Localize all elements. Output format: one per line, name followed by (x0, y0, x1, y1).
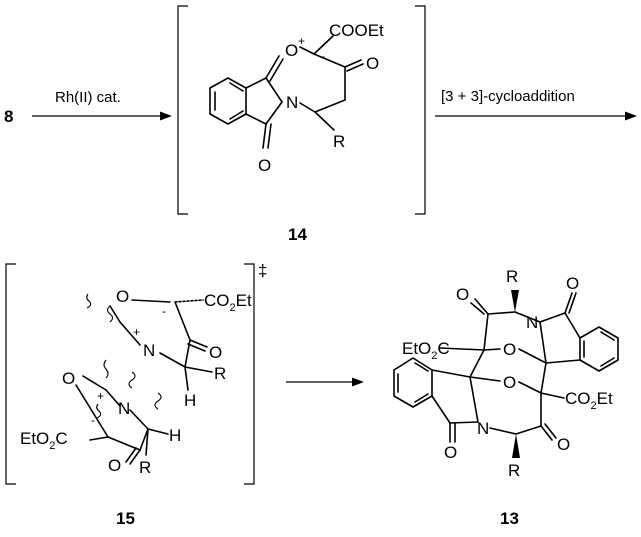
arrow-step2 (435, 111, 637, 121)
c13-o-bridge-bottom: O (503, 373, 516, 392)
c13-o-bottom-left: O (444, 443, 457, 462)
c15-h-top: H (184, 391, 196, 410)
c15-ts-mark: ‡ (258, 261, 267, 280)
c14-r-group: R (333, 132, 345, 151)
c15-ester-top: CO2Et (204, 291, 252, 314)
c15-plus-2: + (97, 389, 104, 403)
c15-n-bottom: N (118, 399, 130, 418)
compound-13 (393, 290, 619, 458)
c15-o-top: O (116, 287, 129, 306)
c14-n-atom: N (286, 93, 298, 112)
compound-13-number: 13 (500, 509, 519, 528)
c15-h-bottom: H (169, 426, 181, 445)
c14-oxonium-o: O (285, 41, 298, 60)
c14-ketone-o: O (366, 54, 379, 73)
c13-o-bridge-top: O (503, 340, 516, 359)
arrow-step3 (286, 377, 364, 387)
bracket-15 (5, 263, 255, 485)
compound-14 (209, 35, 364, 149)
c13-n-top: N (526, 313, 538, 332)
c13-ester-right: CO2Et (565, 389, 613, 412)
c14-oxonium-charge: + (298, 34, 305, 48)
arrow-step1 (32, 111, 172, 121)
step1-reagent: Rh(II) cat. (55, 89, 121, 106)
compound-15-number: 15 (116, 509, 135, 528)
c13-n-bottom: N (477, 419, 489, 438)
c15-r-top: R (214, 364, 226, 383)
c14-imide-o: O (258, 156, 271, 175)
c13-ester-left: EtO2C (402, 339, 450, 362)
c13-o-top-left: O (456, 285, 469, 304)
c13-r-bottom: R (508, 461, 520, 480)
compound-14-number: 14 (288, 225, 307, 244)
c15-minus-2: - (91, 413, 95, 427)
c15-minus-1: - (162, 304, 166, 318)
bracket-14 (177, 5, 426, 215)
compound-15 (75, 293, 213, 465)
c15-r-bottom: R (139, 458, 151, 477)
c15-ketone-bottom: O (108, 456, 121, 475)
c13-r-top: R (506, 267, 518, 286)
c15-plus-1: + (133, 325, 140, 339)
c13-o-top-right: O (566, 274, 579, 293)
c14-carbanion-charge: - (321, 49, 325, 63)
step2-label: [3 + 3]-cycloaddition (441, 88, 575, 105)
c15-n-top: N (143, 341, 155, 360)
start-compound-label: 8 (4, 107, 13, 126)
c15-ketone-top: O (209, 343, 222, 362)
c15-ester-bottom: EtO2C (20, 429, 68, 452)
c15-o-left: O (62, 369, 75, 388)
c13-o-bottom-right: O (557, 435, 570, 454)
c14-ester: COOEt (329, 21, 384, 40)
